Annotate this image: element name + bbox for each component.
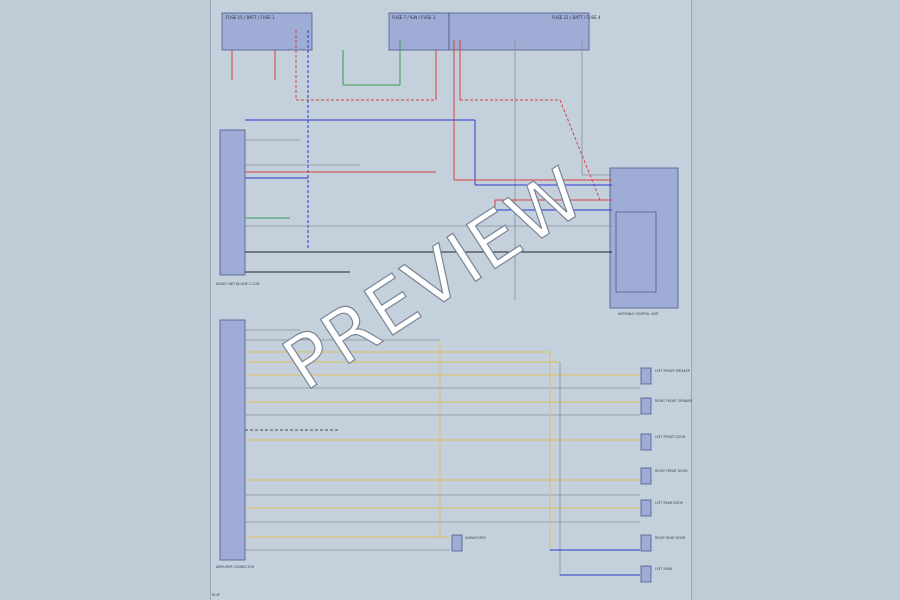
speaker-3 — [640, 433, 652, 451]
speaker-4-label: RIGHT FRONT DOOR — [655, 469, 688, 473]
fuse-block-3 — [448, 12, 590, 51]
amplifier-connector — [219, 319, 246, 561]
antenna-label: ANTENNA CONTROL UNIT — [618, 312, 659, 316]
speaker-5-label: LEFT REAR DOOR — [655, 501, 684, 505]
speaker-2 — [640, 397, 652, 415]
speaker-5 — [640, 499, 652, 517]
speaker-8 — [451, 534, 463, 552]
fuse-block-1 — [221, 12, 313, 51]
speaker-3-label: LEFT FRONT DOOR — [655, 435, 686, 439]
fuse-block-3-label: FUSE 21 / BATT / FUSE 4 — [552, 15, 601, 20]
footer-code: RL4P — [212, 593, 220, 597]
antenna-control-block — [609, 167, 679, 309]
audio-unit-connector — [219, 129, 246, 276]
speaker-6 — [640, 534, 652, 552]
speaker-7 — [640, 565, 652, 583]
amplifier-label: AMPLIFIER CONNECTOR — [216, 565, 255, 569]
fuse-block-2-label: FUSE 7 / IGN / FUSE 3 — [392, 15, 436, 20]
speaker-1 — [640, 367, 652, 385]
audio-unit-label: AUDIO UNIT IN-LINE C-COM — [216, 282, 260, 286]
speaker-2-label: RIGHT FRONT SPEAKER — [655, 399, 693, 403]
speaker-7-label: LEFT REAR — [655, 567, 673, 571]
wire-red-dashed-3 — [559, 99, 601, 201]
speaker-8-label: SUBWOOFER — [465, 536, 486, 540]
speaker-6-label: RIGHT REAR DOOR — [655, 536, 686, 540]
speaker-1-label: LEFT FRONT SPEAKER — [655, 369, 691, 373]
speaker-4 — [640, 467, 652, 485]
antenna-inner-switch — [615, 211, 657, 293]
fuse-block-2 — [388, 12, 450, 51]
fuse-block-1-label: FUSE 15 / BATT / FUSE 1 — [226, 15, 275, 20]
